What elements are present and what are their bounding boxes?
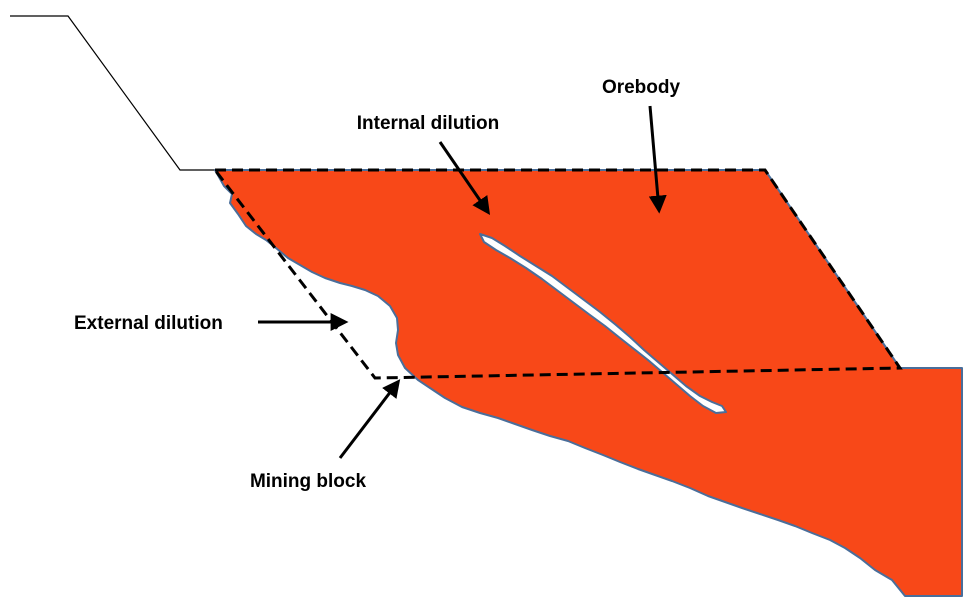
internal-dilution-label: Internal dilution [357,113,500,134]
orebody-arrow [648,105,667,214]
external-dilution-label: External dilution [74,313,223,334]
mining-block-arrow [338,379,401,459]
orebody-shape [214,169,963,597]
orebody-label: Orebody [602,77,681,98]
mining-block-label: Mining block [250,471,367,492]
mining-block-outline [211,168,903,380]
internal-dilution-arrow [438,141,491,215]
internal-dilution-lens [479,233,727,414]
ground-surface-line [10,15,215,171]
